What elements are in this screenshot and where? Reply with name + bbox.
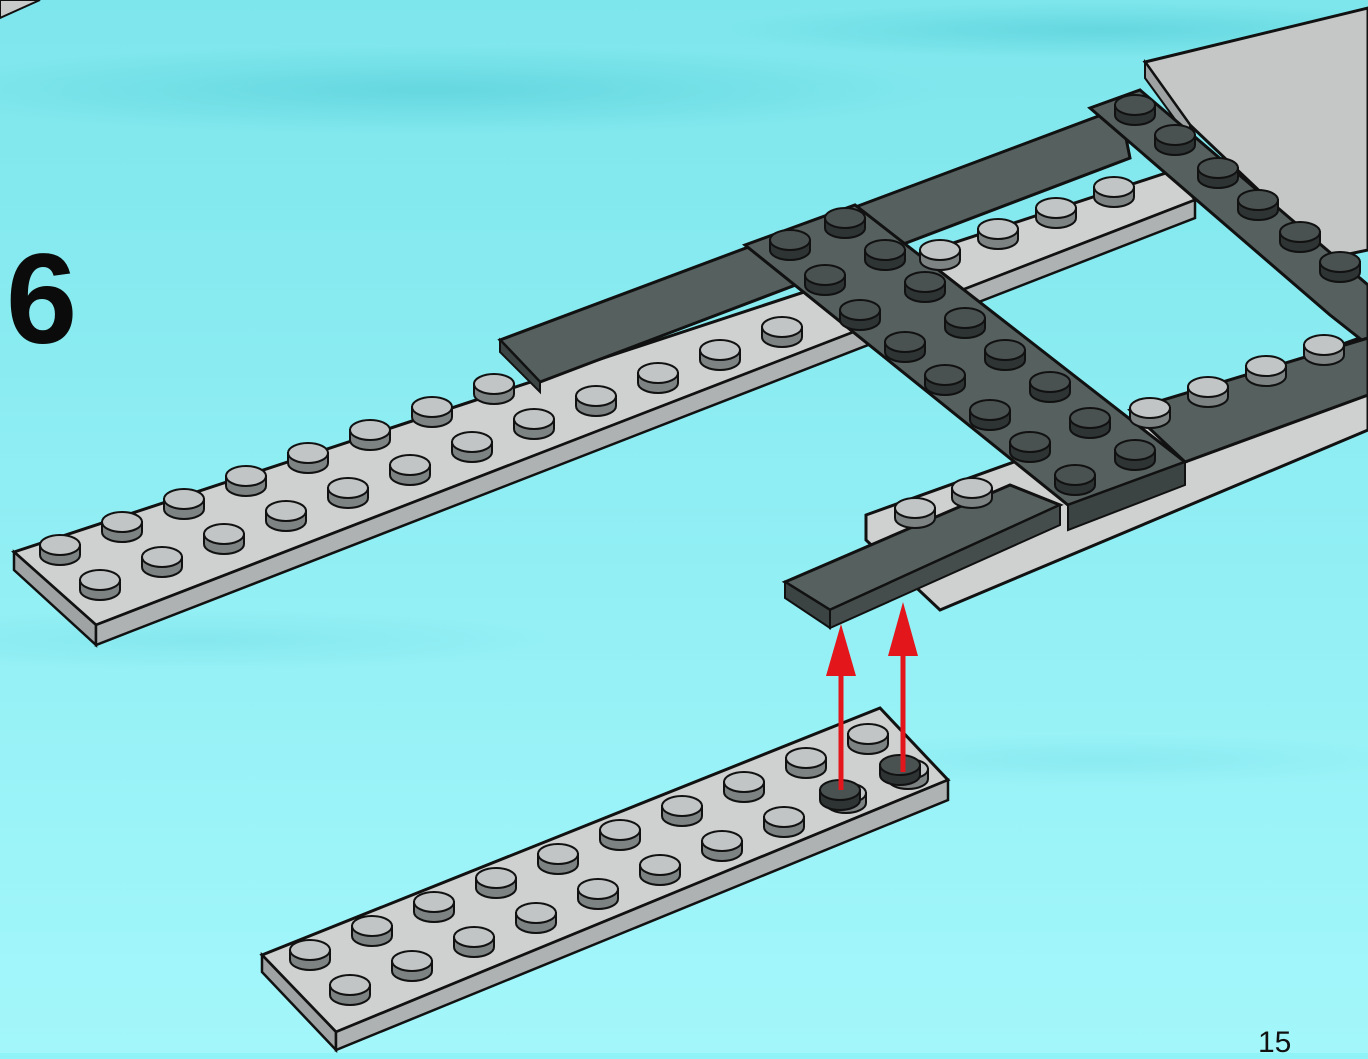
corner-part-fragment [0, 0, 41, 20]
light-stud [919, 239, 961, 271]
light-stud [327, 477, 369, 509]
light-stud [101, 511, 143, 543]
dark-stud [1009, 431, 1051, 463]
dark-stud [904, 271, 946, 303]
light-stud [1303, 334, 1345, 366]
light-stud [661, 795, 703, 827]
light-stud [413, 891, 455, 923]
light-stud [513, 408, 555, 440]
light-stud [475, 867, 517, 899]
background-streak [0, 45, 950, 135]
light-stud [1129, 397, 1171, 429]
light-stud [391, 950, 433, 982]
light-stud [203, 523, 245, 555]
light-stud [575, 385, 617, 417]
background-streak [720, 2, 1368, 58]
light-stud [163, 488, 205, 520]
light-stud [225, 465, 267, 497]
light-stud [1245, 355, 1287, 387]
dark-stud [924, 364, 966, 396]
arrow-up-left [826, 624, 856, 790]
dark-stud [1319, 251, 1361, 283]
light-stud [847, 723, 889, 755]
light-stud [577, 878, 619, 910]
light-stud [265, 500, 307, 532]
light-stud [763, 806, 805, 838]
light-stud [451, 431, 493, 463]
light-stud [515, 902, 557, 934]
light-stud [723, 771, 765, 803]
dark-stud [1114, 439, 1156, 471]
light-stud [1093, 176, 1135, 208]
light-stud [411, 396, 453, 428]
dark-stud [824, 207, 866, 239]
dark-stud [1029, 371, 1071, 403]
studs-group [39, 94, 1361, 601]
dark-stud [1114, 94, 1156, 126]
light-stud [977, 218, 1019, 250]
light-stud [1035, 197, 1077, 229]
light-stud [351, 915, 393, 947]
dark-stud [1069, 407, 1111, 439]
light-stud [637, 362, 679, 394]
light-stud [39, 534, 81, 566]
light-stud [289, 939, 331, 971]
light-stud [349, 419, 391, 451]
light-stud [699, 339, 741, 371]
light-gray-new-plate [259, 706, 951, 1053]
light-stud [639, 854, 681, 886]
light-stud [329, 974, 371, 1006]
dark-stud [1154, 124, 1196, 156]
light-stud [599, 819, 641, 851]
dark-stud [879, 754, 921, 786]
light-stud [894, 497, 936, 529]
dark-stud [839, 299, 881, 331]
light-stud [785, 747, 827, 779]
dark-stud [1197, 157, 1239, 189]
dark-stud [944, 307, 986, 339]
dark-stud [969, 399, 1011, 431]
light-stud [761, 316, 803, 348]
light-stud [287, 442, 329, 474]
light-stud [79, 569, 121, 601]
dark-stud [864, 239, 906, 271]
dark-stud [804, 264, 846, 296]
arrow-up-right [888, 602, 918, 772]
page-number: 15 [1258, 1026, 1292, 1059]
light-stud [453, 926, 495, 958]
new-plate-studs [289, 723, 929, 1006]
step-number: 6 [6, 228, 78, 371]
light-stud [701, 830, 743, 862]
dark-stud [769, 229, 811, 261]
red-assembly-arrows [826, 602, 918, 790]
dark-stud [884, 331, 926, 363]
light-stud [537, 843, 579, 875]
dark-stud [984, 339, 1026, 371]
dark-stud [1237, 189, 1279, 221]
light-stud [473, 373, 515, 405]
dark-stud [1054, 464, 1096, 496]
light-stud [951, 477, 993, 509]
light-stud [1187, 376, 1229, 408]
light-stud [389, 454, 431, 486]
light-stud [141, 546, 183, 578]
dark-stud [1279, 221, 1321, 253]
